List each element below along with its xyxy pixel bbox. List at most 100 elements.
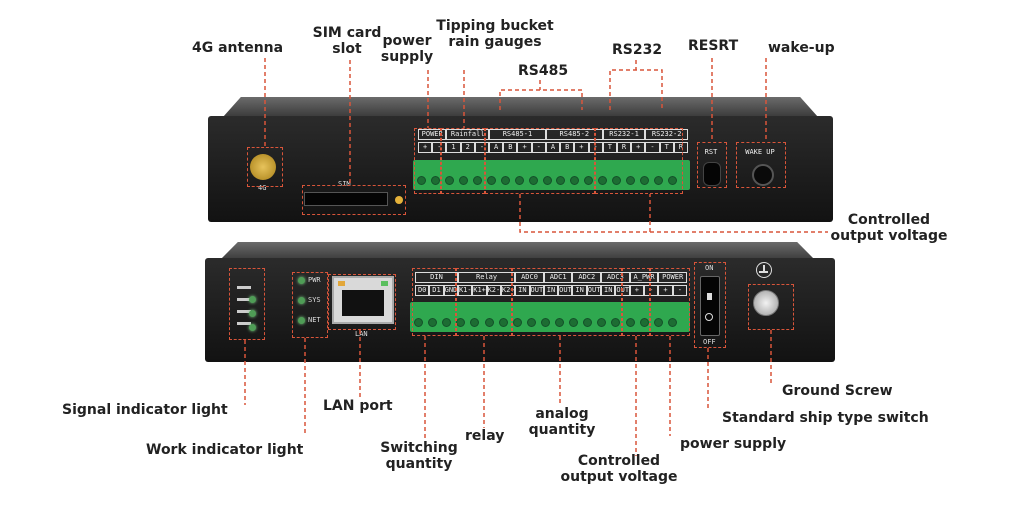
terminal-screw[interactable] <box>417 176 426 185</box>
terminal-screw[interactable] <box>526 318 536 327</box>
terminal-pin-label: IN <box>572 285 587 296</box>
terminal-pin-label: IN <box>515 285 530 296</box>
terminal-pin-label: - <box>432 142 447 153</box>
callout-power-supply-top: power supply <box>380 33 434 65</box>
terminal-screw[interactable] <box>542 176 552 185</box>
terminal-pin-label: - <box>672 285 687 296</box>
terminal-group-label: Rainfall <box>446 129 490 140</box>
power-switch[interactable] <box>700 276 720 336</box>
terminal-screw[interactable] <box>570 176 580 185</box>
terminal-screw[interactable] <box>625 318 635 327</box>
terminal-screw[interactable] <box>584 176 594 185</box>
terminal-group-label: ADC3 <box>601 272 630 283</box>
sys-led <box>298 297 305 304</box>
callout-standard-switch: Standard ship type switch <box>722 410 929 426</box>
terminal-screw[interactable] <box>430 176 440 185</box>
callout-sim-card-slot: SIM card slot <box>312 25 382 57</box>
callout-work-indicator: Work indicator light <box>146 442 304 458</box>
sim-eject-dot <box>395 196 403 204</box>
terminal-screw[interactable] <box>498 318 508 327</box>
terminal-screw[interactable] <box>626 176 636 185</box>
terminal-screw[interactable] <box>612 176 622 185</box>
terminal-pin-label: - <box>531 142 546 153</box>
pwr-led-label: PWR <box>308 276 321 284</box>
terminal-screw[interactable] <box>569 318 579 327</box>
reset-button[interactable] <box>703 162 721 186</box>
terminal-screw[interactable] <box>668 176 678 185</box>
wake-up-label: WAKE UP <box>745 148 775 156</box>
terminal-screw[interactable] <box>458 176 468 185</box>
highlight-ground <box>748 284 794 330</box>
sim-label: SIM <box>338 180 351 188</box>
terminal-pin-label: B <box>560 142 575 153</box>
terminal-group-label: ADC2 <box>572 272 602 283</box>
highlight-rst <box>697 142 727 188</box>
terminal-screw[interactable] <box>484 318 494 327</box>
antenna-label: 4G <box>258 184 267 192</box>
terminal-screw[interactable] <box>640 176 650 185</box>
highlight-sim <box>302 185 406 215</box>
top-terminal-strip[interactable] <box>413 160 690 190</box>
terminal-pin-label: + <box>629 285 645 296</box>
lan-port[interactable] <box>332 276 394 324</box>
terminal-pin-label: 1 <box>446 142 461 153</box>
callout-rs485: RS485 <box>518 63 569 79</box>
highlight-power-top <box>414 128 441 194</box>
terminal-screw[interactable] <box>486 176 496 185</box>
terminal-screw[interactable] <box>653 318 663 327</box>
wake-up-button[interactable] <box>752 164 774 186</box>
terminal-pin-label: K2+ <box>500 285 516 296</box>
net-led <box>298 317 305 324</box>
terminal-screw[interactable] <box>428 318 438 327</box>
callout-4g-antenna: 4G antenna <box>192 40 284 56</box>
terminal-screw[interactable] <box>583 318 593 327</box>
callout-signal-indicator: Signal indicator light <box>62 402 228 418</box>
highlight-din <box>412 268 456 336</box>
terminal-screw[interactable] <box>414 318 423 327</box>
terminal-screw[interactable] <box>556 176 566 185</box>
terminal-screw[interactable] <box>528 176 538 185</box>
terminal-pin-label: B <box>503 142 518 153</box>
terminal-screw[interactable] <box>500 176 510 185</box>
terminal-screw[interactable] <box>512 318 522 327</box>
terminal-pin-label: K2- <box>486 285 501 296</box>
terminal-group-label: RS485-1 <box>489 129 546 140</box>
terminal-pin-label: R <box>673 142 688 153</box>
terminal-screw[interactable] <box>597 318 607 327</box>
signal-indicator-icon <box>233 274 259 336</box>
switch-off-label: OFF <box>703 338 716 346</box>
terminal-pin-label: K1+ <box>472 285 487 296</box>
lan-label: LAN <box>355 330 368 338</box>
callout-lan-port: LAN port <box>323 398 393 414</box>
terminal-screw[interactable] <box>555 318 565 327</box>
callout-power-supply-bottom: power supply <box>680 436 787 452</box>
terminal-screw[interactable] <box>654 176 664 185</box>
top-device-lid <box>223 97 818 117</box>
terminal-screw[interactable] <box>639 318 649 327</box>
ground-screw[interactable] <box>753 290 779 316</box>
terminal-pin-label: D1 <box>429 285 444 296</box>
terminal-screw[interactable] <box>472 176 482 185</box>
switch-on-label: ON <box>705 264 714 272</box>
terminal-screw[interactable] <box>470 318 480 327</box>
sim-card-slot[interactable] <box>304 192 388 206</box>
terminal-screw[interactable] <box>611 318 621 327</box>
highlight-adc <box>512 268 622 336</box>
terminal-screw[interactable] <box>598 176 608 185</box>
callout-analog-quantity: analog quantity <box>528 406 596 438</box>
terminal-screw[interactable] <box>514 176 524 185</box>
terminal-screw[interactable] <box>540 318 550 327</box>
highlight-rs485 <box>485 128 595 194</box>
terminal-pin-label: GND <box>443 285 458 296</box>
terminal-screw[interactable] <box>667 318 677 327</box>
terminal-screw[interactable] <box>442 318 452 327</box>
highlight-power-bottom <box>650 268 690 336</box>
terminal-pin-label: + <box>574 142 589 153</box>
terminal-screw[interactable] <box>444 176 454 185</box>
terminal-pin-label: OUT <box>529 285 544 296</box>
antenna-connector <box>250 154 276 180</box>
callout-wake-up: wake-up <box>768 40 835 56</box>
pwr-led <box>298 277 305 284</box>
